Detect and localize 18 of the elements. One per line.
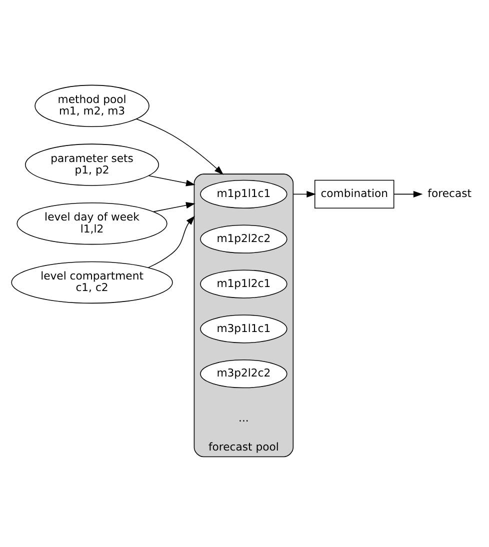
arrow xyxy=(292,190,316,197)
node-ellipse: m1p1l2c1 xyxy=(200,269,288,298)
node-ellipse: level day of week l1,l2 xyxy=(16,202,168,244)
node-ellipse: m3p1l1c1 xyxy=(200,314,288,343)
arrow xyxy=(136,118,224,174)
arrow xyxy=(394,190,423,197)
arrow xyxy=(148,215,195,268)
node-ellipse: m1p1l1c1 xyxy=(200,179,288,208)
label: ... xyxy=(238,411,249,424)
node-ellipse: level compartment c1, c2 xyxy=(11,260,173,304)
arrow xyxy=(153,202,196,212)
node-ellipse: m1p2l2c2 xyxy=(200,224,288,253)
node-ellipse: m3p2l2c2 xyxy=(200,359,288,388)
node-text: forecast xyxy=(428,186,472,200)
node-ellipse: method pool m1, m2, m3 xyxy=(34,84,150,126)
node-box: combination xyxy=(314,179,394,208)
arrow xyxy=(148,174,196,186)
node-ellipse: parameter sets p1, p2 xyxy=(25,143,160,186)
